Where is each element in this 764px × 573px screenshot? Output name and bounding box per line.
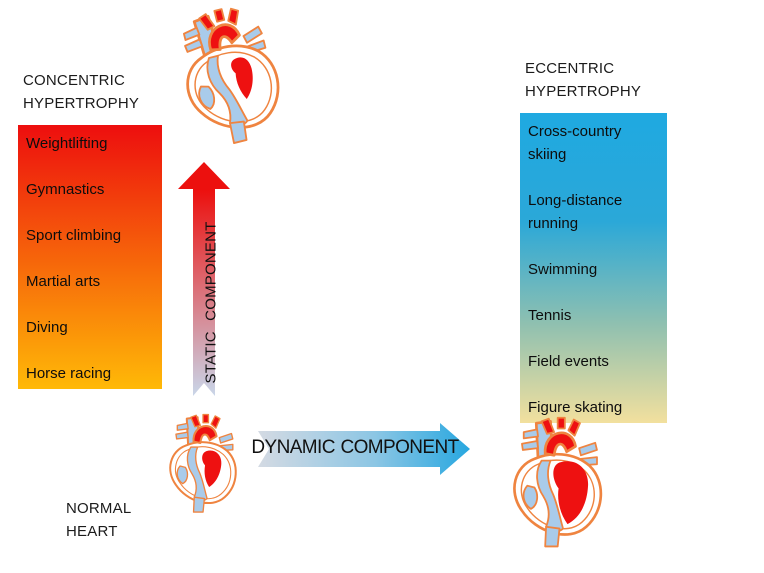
static-component-arrow <box>178 162 230 396</box>
concentric-hypertrophy-title: CONCENTRIC HYPERTROPHY <box>23 72 140 112</box>
eccentric-heart-icon <box>513 416 603 548</box>
sport-item-tennis: Tennis <box>528 307 572 324</box>
sport-item-sport-climbing: Sport climbing <box>26 227 122 244</box>
concentric-heart-icon <box>169 0 292 153</box>
sport-item-martial-arts: Martial arts <box>26 273 101 290</box>
eccentric-sports-box: Cross-country skiing Long-distance runni… <box>520 113 667 423</box>
normal-heart-icon <box>169 413 237 514</box>
sport-item-gymnastics: Gymnastics <box>26 181 105 198</box>
normal-heart-label: NORMAL HEART <box>66 500 131 540</box>
sport-item-weightlifting: Weightlifting <box>26 135 108 152</box>
eccentric-hypertrophy-title: ECCENTRIC HYPERTROPHY <box>525 60 642 100</box>
sport-item-diving: Diving <box>26 319 68 336</box>
sport-item-swimming: Swimming <box>528 261 598 278</box>
sport-item-field-events: Field events <box>528 353 609 370</box>
sport-item-figure-skating: Figure skating <box>528 399 623 416</box>
sport-item-long-distance-running: Long-distance running <box>528 192 623 232</box>
sport-item-cross-country-skiing: Cross-country skiing <box>528 123 622 163</box>
concentric-sports-box: Weightlifting Gymnastics Sport climbing … <box>18 125 162 389</box>
dynamic-component-arrow <box>258 423 470 475</box>
sport-item-horse-racing: Horse racing <box>26 365 112 382</box>
